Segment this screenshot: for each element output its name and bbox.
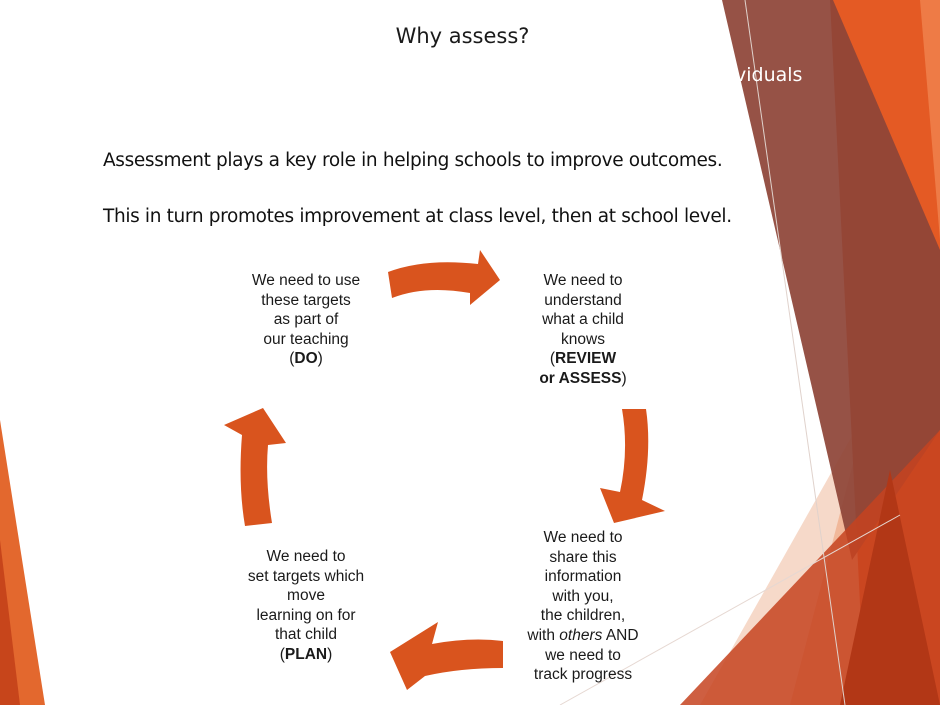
step-text: AND: [605, 626, 639, 644]
body-line-2: This in turn promotes improvement at cla…: [103, 206, 732, 227]
step-label-line: (DO): [289, 350, 323, 368]
step-text: as part of: [273, 311, 339, 329]
deco-shape-brown: [722, 0, 940, 560]
cycle-arrow-top-icon: [388, 250, 500, 305]
deco-shape-red-deep: [840, 470, 940, 705]
hidden-subtitle-fragment: viduals: [735, 64, 803, 86]
step-text: what a child: [542, 311, 624, 329]
cycle-step-share: We need to share this information with y…: [508, 528, 658, 685]
deco-shape-left-dark: [0, 540, 20, 705]
deco-line: [744, 0, 846, 705]
step-label-line: (PLAN): [279, 645, 333, 663]
step-text: move: [287, 587, 325, 605]
step-text-with-others: with others AND: [508, 626, 658, 646]
step-text: We need to: [266, 548, 346, 565]
step-text: understand: [544, 291, 622, 309]
step-text: with you,: [552, 587, 614, 605]
step-text: that child: [274, 626, 338, 644]
step-text: these targets: [261, 291, 351, 309]
step-text: we need to: [545, 646, 621, 664]
step-label: DO: [294, 350, 318, 368]
step-label: or ASSESS: [539, 369, 622, 387]
step-text: set targets which: [247, 567, 365, 585]
slide-title: Why assess?: [395, 24, 530, 48]
cycle-arrow-left-icon: [224, 408, 286, 526]
cycle-arrow-right-icon: [600, 409, 665, 523]
step-text: information: [544, 568, 622, 586]
step-label-line: or ASSESS): [539, 369, 627, 387]
step-label-line: (REVIEW: [549, 350, 617, 368]
step-text-italic: others: [559, 626, 603, 644]
deco-line: [559, 514, 901, 705]
step-text: We need to: [543, 272, 623, 289]
step-label: REVIEW: [555, 350, 617, 368]
step-text: the children,: [540, 607, 626, 625]
step-label: PLAN: [284, 645, 328, 663]
deco-shape-orange-mid: [920, 0, 940, 240]
step-text: our teaching: [263, 330, 349, 348]
cycle-step-review: We need to understand what a child knows…: [508, 271, 658, 389]
step-text: knows: [561, 330, 605, 348]
cycle-step-do: We need to use these targets as part of …: [231, 271, 381, 369]
step-text: learning on for: [256, 606, 356, 624]
cycle-step-plan: We need to set targets which move learni…: [231, 547, 381, 665]
step-text: We need to use: [251, 272, 361, 289]
step-text: track progress: [533, 666, 633, 684]
body-line-1: Assessment plays a key role in helping s…: [103, 150, 723, 171]
step-text: with: [527, 626, 555, 644]
cycle-arrow-bottom-icon: [390, 622, 503, 690]
step-text: share this: [549, 548, 617, 566]
step-text: We need to: [543, 529, 623, 546]
